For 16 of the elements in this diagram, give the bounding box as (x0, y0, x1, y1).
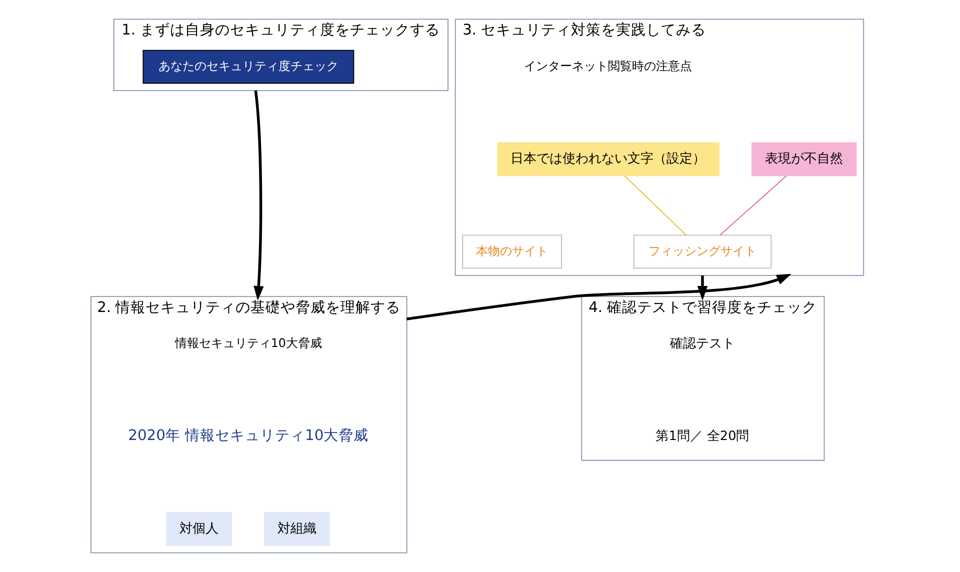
connector (719, 175, 787, 236)
node-box: 表現が不自然 (750, 142, 856, 176)
node-box: 本物のサイト (462, 234, 562, 269)
node-box: フィッシングサイト (632, 234, 772, 269)
node-box: 対個人 (166, 512, 232, 546)
node-text: 情報セキュリティ10大脅威 (174, 336, 322, 350)
node-text: 確認テスト (669, 336, 734, 352)
node-text: インターネット閲覧時の注意点 (524, 58, 692, 73)
node-box: 対組織 (264, 512, 330, 546)
node-text: 2020年 情報セキュリティ10大脅威 (128, 427, 368, 444)
connector (624, 175, 686, 236)
node-text: 第1問／ 全20問 (655, 428, 749, 444)
node-box: 日本では使われない文字（設定） (496, 142, 719, 176)
arrow (406, 274, 791, 320)
arrow (253, 90, 264, 301)
node-box: あなたのセキュリティ度チェック (142, 50, 354, 84)
